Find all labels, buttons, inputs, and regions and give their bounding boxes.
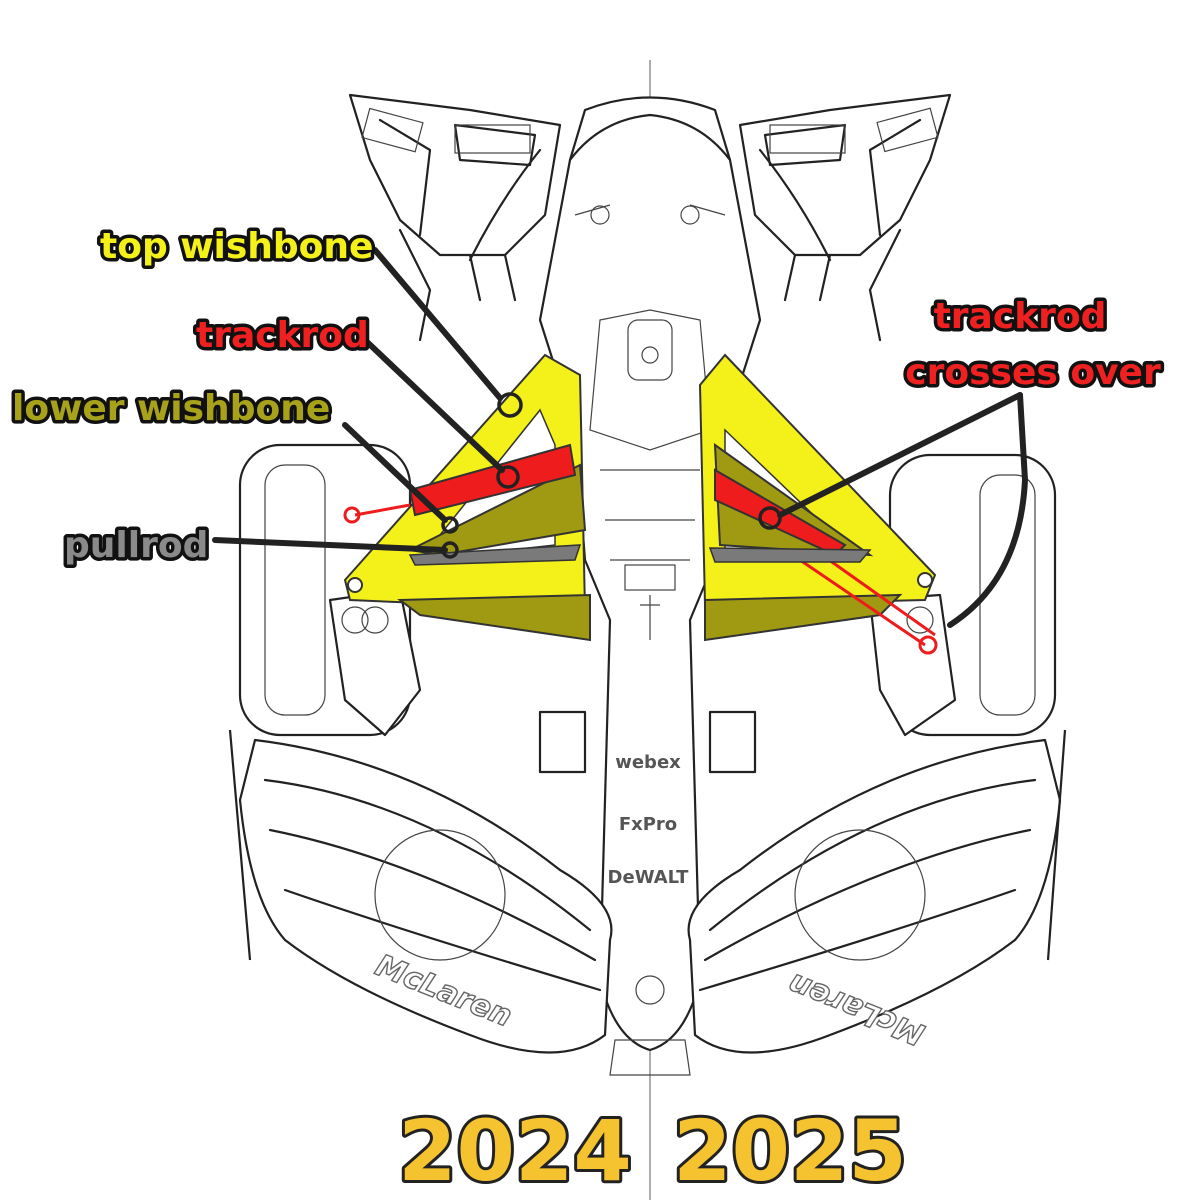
uprights — [328, 588, 957, 737]
pullrod-left — [408, 544, 582, 566]
callouts — [212, 247, 1029, 628]
label-trackrod-right-line1: trackrod — [934, 296, 1107, 337]
sponsor-dewalt: DeWALT — [608, 867, 690, 888]
year-left: 2024 — [398, 1102, 632, 1200]
sponsor-fxpro: FxPro — [619, 814, 677, 835]
trackrod-left — [408, 443, 577, 517]
label-trackrod-left: trackrod — [196, 315, 369, 356]
label-lower-wishbone: lower wishbone — [12, 388, 330, 429]
lower-wishbone-left-rear — [397, 593, 591, 642]
sponsor-webex: webex — [615, 752, 681, 773]
pullrod-right — [708, 547, 872, 563]
nose-camera-pods — [538, 710, 757, 774]
front-wing — [228, 729, 1067, 1054]
label-top-wishbone: top wishbone — [100, 226, 373, 267]
year-right: 2025 — [673, 1102, 907, 1200]
suspension-right-2025 — [698, 353, 938, 655]
lower-wishbone-right-rear — [704, 593, 903, 642]
label-trackrod-right-line2: crosses over — [905, 352, 1161, 393]
label-pullrod: pullrod — [64, 525, 208, 566]
